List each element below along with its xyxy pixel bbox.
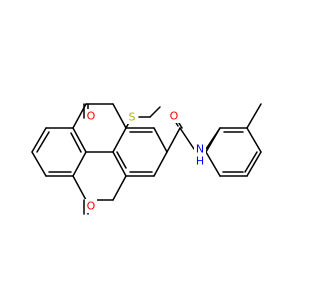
bond-line <box>31 127 47 153</box>
chemical-structure: O O S O N H <box>31 103 262 215</box>
svg-text:H: H <box>196 155 204 168</box>
bond-line <box>31 151 47 177</box>
bond-line <box>36 131 50 153</box>
bonds <box>31 103 262 215</box>
bond-line <box>153 151 168 177</box>
svg-text:S: S <box>129 111 136 124</box>
bond-line <box>112 175 127 201</box>
svg-text:N: N <box>196 143 204 156</box>
carbonyl-oxygen-bottom: O <box>85 199 97 213</box>
sulfur-atom: S <box>126 110 138 124</box>
bond-line <box>205 151 221 177</box>
bond-line <box>246 127 262 153</box>
bond-line <box>246 103 262 129</box>
bond-line <box>205 127 221 153</box>
bond-line <box>112 103 127 129</box>
bond-line <box>149 106 161 118</box>
bond-line <box>116 151 127 169</box>
bond-line <box>72 151 87 177</box>
svg-text:O: O <box>170 110 179 123</box>
amide-nitrogen: N <box>194 143 206 156</box>
bond-line <box>72 127 87 153</box>
bond-line <box>166 127 181 153</box>
carbonyl-oxygen-top: O <box>85 109 97 123</box>
bond-line <box>246 151 262 177</box>
bond-line <box>70 132 82 153</box>
bond-line <box>153 127 168 153</box>
amide-oxygen: O <box>168 109 180 123</box>
bond-line <box>112 151 127 177</box>
svg-text:O: O <box>87 200 96 213</box>
bond-line <box>179 127 195 150</box>
svg-text:O: O <box>87 110 96 123</box>
amide-hydrogen: H <box>195 155 206 168</box>
bond-line <box>112 127 127 153</box>
bond-line <box>72 175 87 201</box>
atom-labels: O O S O N H <box>85 109 206 213</box>
bond-line <box>244 151 258 173</box>
